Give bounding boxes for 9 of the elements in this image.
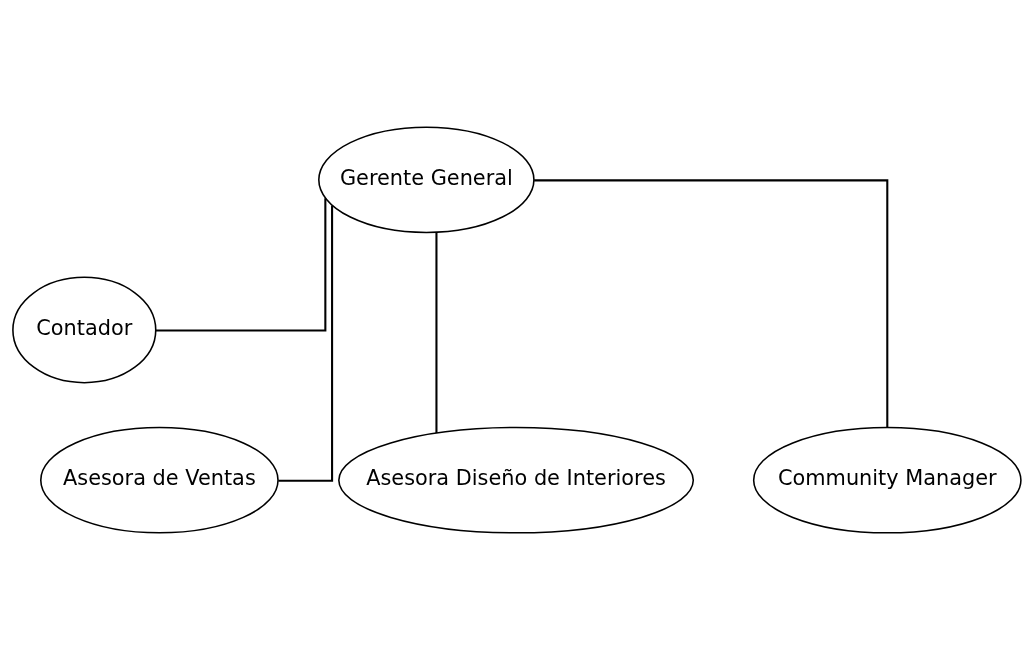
node-ellipse: Community Manager: [752, 426, 1022, 534]
node-ellipse: Asesora de Ventas: [40, 426, 279, 534]
connector: [435, 232, 438, 433]
node-ellipse: Asesora Diseño de Interiores: [338, 426, 695, 534]
connector: [278, 205, 334, 482]
connector: [156, 198, 327, 332]
node-ellipse: Contador: [12, 276, 157, 384]
connector: [534, 179, 889, 428]
node-ellipse: Gerente General: [318, 126, 535, 234]
